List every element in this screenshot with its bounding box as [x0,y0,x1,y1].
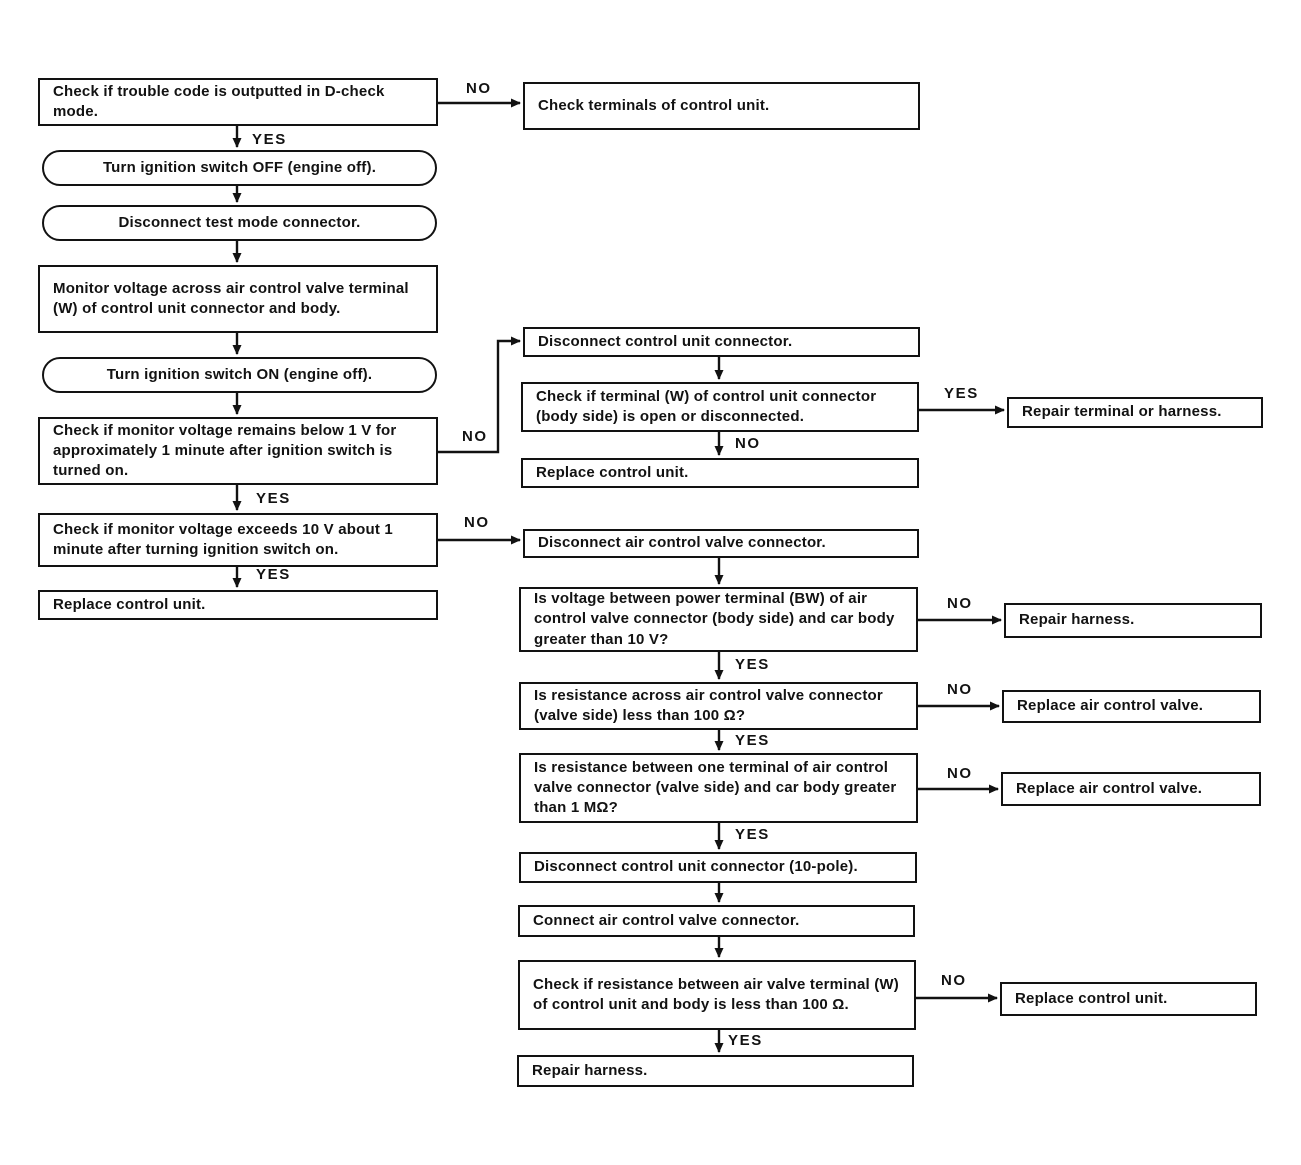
node-check-voltage-below-1v: Check if monitor voltage remains below 1… [38,417,438,485]
label-no: NO [947,681,973,698]
node-repair-terminal-or-harness: Repair terminal or harness. [1007,397,1263,428]
node-disconnect-air-valve-connector: Disconnect air control valve connector. [523,529,919,558]
label-no: NO [462,428,488,445]
label-no: NO [466,80,492,97]
label-yes: YES [252,131,287,148]
node-resistance-terminal-to-body: Is resistance between one terminal of ai… [519,753,918,823]
label-yes: YES [256,490,291,507]
label-no: NO [464,514,490,531]
node-replace-air-valve-1: Replace air control valve. [1002,690,1261,723]
node-resistance-across-valve: Is resistance across air control valve c… [519,682,918,730]
node-replace-air-valve-2: Replace air control valve. [1001,772,1261,806]
node-ignition-on: Turn ignition switch ON (engine off). [42,357,437,393]
node-replace-control-unit-right: Replace control unit. [1000,982,1257,1016]
label-no: NO [947,595,973,612]
label-yes: YES [944,385,979,402]
node-replace-control-unit-left: Replace control unit. [38,590,438,620]
label-yes: YES [735,826,770,843]
node-check-trouble-code: Check if trouble code is outputted in D-… [38,78,438,126]
node-connect-air-valve-connector: Connect air control valve connector. [518,905,915,937]
label-no: NO [947,765,973,782]
label-no: NO [941,972,967,989]
node-check-resistance-air-valve-terminal: Check if resistance between air valve te… [518,960,916,1030]
label-yes: YES [728,1032,763,1049]
node-check-voltage-exceeds-10v: Check if monitor voltage exceeds 10 V ab… [38,513,438,567]
node-replace-control-unit-mid: Replace control unit. [521,458,919,488]
node-disconnect-control-unit-connector: Disconnect control unit connector. [523,327,920,357]
label-yes: YES [735,656,770,673]
label-yes: YES [256,566,291,583]
node-check-terminal-w-open: Check if terminal (W) of control unit co… [521,382,919,432]
node-monitor-voltage: Monitor voltage across air control valve… [38,265,438,333]
node-repair-harness-bottom: Repair harness. [517,1055,914,1087]
node-disconnect-test-mode-connector: Disconnect test mode connector. [42,205,437,241]
node-check-terminals-control-unit: Check terminals of control unit. [523,82,920,130]
node-ignition-off: Turn ignition switch OFF (engine off). [42,150,437,186]
node-voltage-power-terminal-bw: Is voltage between power terminal (BW) o… [519,587,918,652]
label-no: NO [735,435,761,452]
node-disconnect-control-unit-10pole: Disconnect control unit connector (10-po… [519,852,917,883]
node-repair-harness-right: Repair harness. [1004,603,1262,638]
label-yes: YES [735,732,770,749]
